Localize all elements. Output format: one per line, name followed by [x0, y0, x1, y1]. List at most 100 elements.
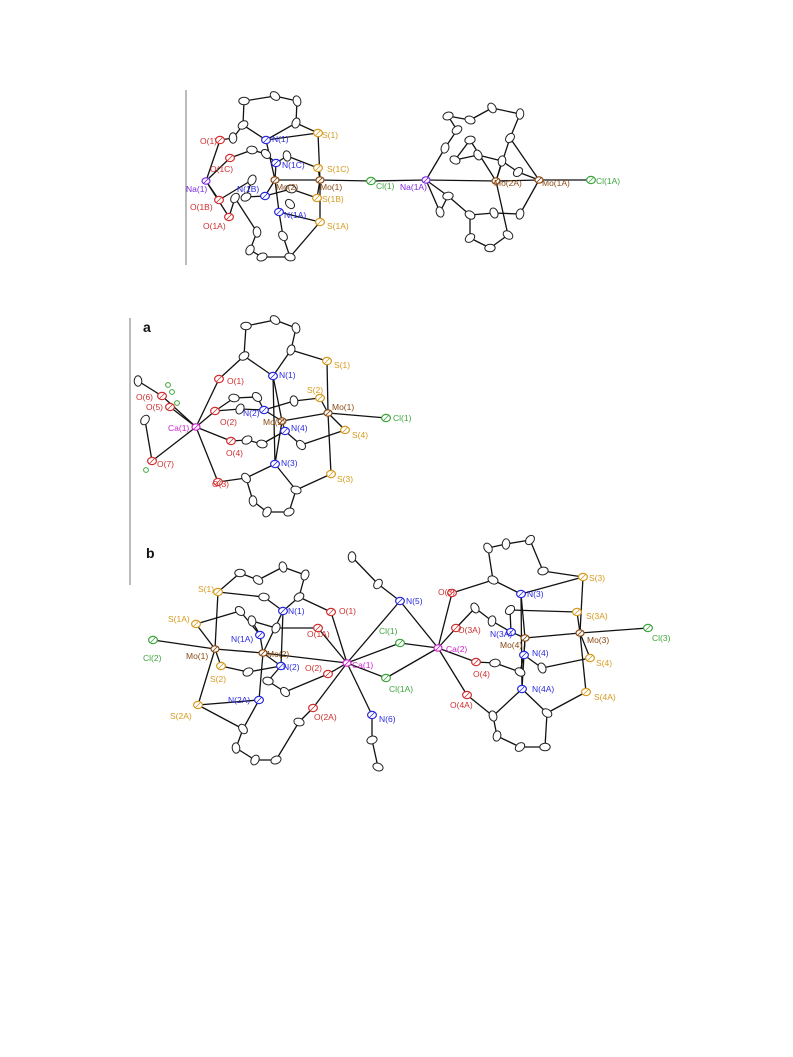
fig2-atom-octant-12 [279, 418, 285, 424]
fig3-atom-octant-3 [212, 646, 218, 652]
fig2-atom-label-12: Mo(2) [263, 417, 285, 427]
fig2-carbon-atom-17 [133, 375, 143, 387]
fig3-atom-octant-11 [328, 609, 334, 615]
fig1-atom-label-7: N(1B) [237, 184, 259, 194]
fig3-atom-label-28: Mo(3) [587, 635, 609, 645]
fig3-bond-91 [521, 688, 548, 714]
fig1-atom-label-14: S(1A) [327, 221, 349, 231]
fig2-atom-octant-4 [149, 458, 155, 464]
fig3-bond-66 [579, 632, 591, 659]
fig3-carbon-atom-11 [279, 686, 291, 698]
fig2-bond-3 [151, 426, 197, 462]
fig1-atom-label-13: S(1B) [322, 194, 344, 204]
fig3-carbon-atom-25 [487, 575, 499, 585]
fig3-bond-46 [275, 721, 300, 761]
fig2-hydrogen-atom-2 [165, 382, 171, 388]
fig1-atom-octant-2 [203, 178, 209, 184]
fig1-atom-octant-3 [216, 197, 222, 203]
fig3-atom-octant-22 [453, 625, 459, 631]
fig2-carbon-atom-5 [228, 393, 240, 403]
fig2-atom-octant-1 [159, 393, 165, 399]
fig3-bond-73 [542, 570, 584, 578]
fig3-bond-39 [195, 610, 241, 625]
fig3-bond-43 [247, 665, 282, 673]
fig1-atom-label-2: Na(1) [186, 184, 207, 194]
fig1-carbon-atom-3 [291, 117, 301, 129]
fig3-carbon-atom-7 [247, 615, 257, 627]
fig3-atom-label-33: N(4A) [532, 684, 554, 694]
fig3-bond-20 [385, 647, 439, 679]
fig1-carbon-atom-7 [282, 150, 292, 162]
fig1-bond-0 [205, 139, 221, 182]
fig2-bond-7 [218, 355, 245, 380]
fig1-carbon-atom-27 [497, 155, 507, 167]
fig1-atom-octant-16 [423, 177, 429, 183]
fig1-atom-octant-15 [368, 178, 374, 184]
fig3-bond-93 [546, 691, 587, 714]
fig3-atom-label-30: N(4) [532, 648, 549, 658]
fig1-carbon-atom-0 [238, 96, 250, 106]
fig3-bond-19 [399, 642, 439, 649]
fig3-carbon-atom-6 [234, 606, 246, 616]
fig1-bond-28 [218, 179, 253, 201]
fig3-carbon-atom-0 [234, 568, 246, 578]
fig3-bond-34 [217, 591, 265, 598]
fig2-atom-octant-9 [261, 407, 267, 413]
fig2-carbon-atom-11 [295, 439, 307, 451]
fig3-atom-octant-27 [522, 635, 528, 641]
fig3-atom-label-6: N(1) [288, 606, 305, 616]
fig3-carbon-atom-21 [483, 542, 493, 554]
fig1-carbon-atom-19 [442, 111, 454, 121]
fig3-atom-octant-12 [315, 625, 321, 631]
fig2-bond-28 [263, 400, 295, 411]
fig3-bond-22 [437, 592, 453, 649]
fig3-atom-octant-5 [195, 702, 201, 708]
fig2-carbon-atom-15 [290, 485, 302, 495]
fig3-atom-label-23: N(3A) [490, 629, 512, 639]
fig3-atom-octant-20 [435, 645, 441, 651]
fig3-bond-92 [492, 688, 523, 717]
fig3-carbon-atom-15 [293, 717, 305, 727]
fig2-atom-octant-10 [282, 428, 288, 434]
fig3-atom-label-16: N(5) [406, 596, 423, 606]
fig1-bond-12 [265, 122, 297, 141]
fig1-bond-43 [370, 179, 427, 182]
fig3-bond-25 [437, 647, 468, 696]
fig2-hydrogen-atom-1 [174, 400, 180, 406]
fig2-atom-octant-0 [216, 376, 222, 382]
fig1-atom-octant-4 [226, 214, 232, 220]
fig3-bond-52 [197, 704, 244, 730]
fig2-atom-octant-8 [270, 373, 276, 379]
fig3-atom-octant-21 [449, 590, 455, 596]
carbon-atom-layer [133, 91, 553, 772]
fig2-bond-44 [144, 419, 153, 462]
fig3-atom-label-32: O(4) [473, 669, 490, 679]
fig3-atom-octant-31 [587, 655, 593, 661]
fig1-carbon-atom-21 [487, 102, 497, 114]
fig3-bond-2 [152, 639, 216, 650]
fig1-carbon-atom-38 [451, 125, 463, 135]
fig1-atom-octant-10 [317, 177, 323, 183]
fig3-carbon-atom-18 [373, 578, 383, 590]
fig3-atom-label-19: Cl(1A) [389, 684, 413, 694]
fig1-carbon-atom-37 [440, 142, 450, 154]
fig1-carbon-atom-25 [449, 155, 461, 165]
fig3-carbon-atom-12 [231, 742, 241, 754]
fig2-atom-label-10: N(4) [291, 423, 308, 433]
fig1-carbon-atom-13 [245, 244, 255, 256]
fig1-carbon-atom-35 [502, 230, 514, 240]
fig3-atom-label-4: S(2) [210, 674, 226, 684]
fig1-carbon-atom-36 [435, 206, 445, 218]
fig2-atom-label-18: Cl(1) [393, 413, 412, 423]
fig3-atom-label-2: Cl(2) [143, 653, 162, 663]
fig2-bond-20 [326, 360, 329, 414]
fig1-bond-13 [265, 139, 276, 181]
fig3-bond-90 [544, 712, 548, 748]
fig3-bond-29 [257, 566, 284, 581]
fig3-atom-label-12: O(1A) [307, 629, 330, 639]
fig3-bond-40 [284, 673, 329, 693]
fig2-carbon-atom-12 [248, 495, 258, 507]
fig3-atom-octant-32 [473, 659, 479, 665]
fig3-carbon-atom-4 [293, 592, 305, 602]
fig1-carbon-atom-11 [284, 198, 296, 210]
